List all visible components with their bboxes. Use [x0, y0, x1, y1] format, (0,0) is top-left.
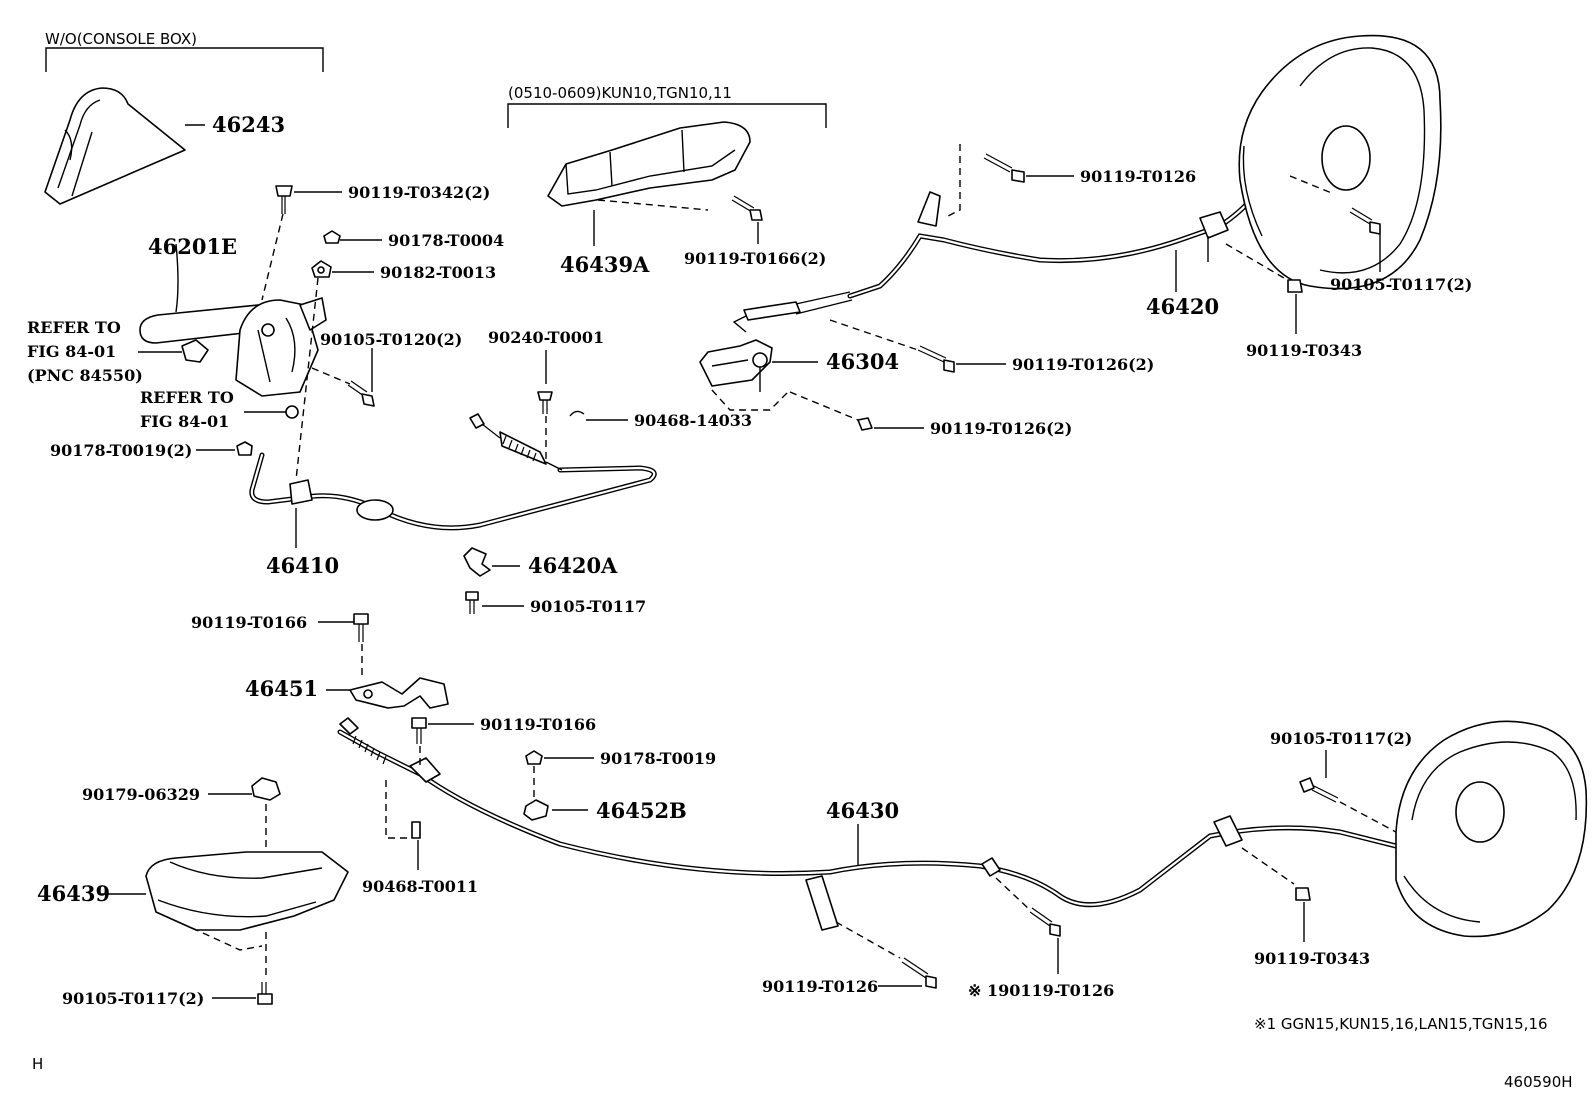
label-90178-T0019: 90178-T0019 — [600, 749, 716, 768]
part-46452B-clip[interactable]: 46452B — [523, 798, 687, 823]
refer-fig-84-01[interactable]: REFER TO FIG 84-01 — [140, 388, 299, 431]
fastener-90119-T0126-bot[interactable]: 90119-T0126 — [762, 921, 937, 996]
label-190119-T0126: ※ 190119-T0126 — [968, 981, 1114, 1000]
refer2-line1: REFER TO — [140, 388, 234, 407]
label-90119-T0166-b: 90119-T0166 — [480, 715, 596, 734]
label-90119-T0342: 90119-T0342(2) — [348, 183, 490, 202]
label-90119-T0166-2: 90119-T0166(2) — [684, 249, 826, 268]
applicability-note: ※1 GGN15,KUN15,16,LAN15,TGN15,16 — [1254, 1015, 1548, 1033]
label-46410: 46410 — [266, 553, 339, 578]
fastener-90179-06329[interactable]: 90179-06329 — [82, 777, 281, 866]
label-90119-T0343-bot: 90119-T0343 — [1254, 949, 1370, 968]
label-90119-T0126-top: 90119-T0126 — [1080, 167, 1196, 186]
part-46410-front-cable[interactable]: 46410 — [249, 413, 657, 578]
corner-mark: H — [32, 1055, 43, 1073]
label-46420A: 46420A — [528, 553, 618, 578]
part-46439-insulator[interactable]: 46439 — [37, 851, 349, 951]
label-46439: 46439 — [37, 881, 110, 906]
part-46420A-clip[interactable]: 46420A — [463, 547, 618, 578]
label-90105-T0117-mid: 90105-T0117 — [530, 597, 646, 616]
label-90105-T0117-2-top: 90105-T0117(2) — [1330, 275, 1472, 294]
fastener-90105-T0117-mid[interactable]: 90105-T0117 — [465, 591, 646, 616]
fastener-90119-T0343-bot[interactable]: 90119-T0343 — [1241, 847, 1370, 968]
fastener-90119-T0166-2[interactable]: 90119-T0166(2) — [684, 195, 826, 268]
model-range-label: (0510-0609)KUN10,TGN10,11 — [508, 84, 732, 102]
fastener-90105-T0117-2-bot[interactable]: 90105-T0117(2) — [62, 932, 273, 1008]
refer2-line2: FIG 84-01 — [140, 412, 229, 431]
label-90178-T0019-2: 90178-T0019(2) — [50, 441, 192, 460]
label-90105-T0120: 90105-T0120(2) — [320, 330, 462, 349]
part-46304-intermediate-lever[interactable]: 46304 — [699, 291, 899, 411]
label-90119-T0166-a: 90119-T0166 — [191, 613, 307, 632]
fastener-90119-T0166-b[interactable]: 90119-T0166 — [411, 715, 596, 770]
label-46420: 46420 — [1146, 294, 1219, 319]
label-90178-T0004: 90178-T0004 — [388, 231, 504, 250]
fastener-90119-T0126-2a[interactable]: 90119-T0126(2) — [829, 319, 1154, 374]
label-90105-T0117-2-right: 90105-T0117(2) — [1270, 729, 1412, 748]
fastener-90119-T0126-top[interactable]: 90119-T0126 — [943, 144, 1196, 219]
fastener-90105-T0117-2-top[interactable]: 90105-T0117(2) — [1289, 175, 1472, 294]
fastener-190119-T0126[interactable]: ※ 190119-T0126 — [968, 877, 1114, 1000]
refer1-line1: REFER TO — [27, 318, 121, 337]
label-90119-T0126-2b: 90119-T0126(2) — [930, 419, 1072, 438]
part-46201E-lever[interactable]: 46201E — [139, 234, 327, 397]
upper-brake-backing-plate — [1238, 34, 1442, 290]
label-90468-T0011: 90468-T0011 — [362, 877, 478, 896]
label-90105-T0117-2-bot: 90105-T0117(2) — [62, 989, 204, 1008]
console-group-label: W/O(CONSOLE BOX) — [45, 30, 197, 48]
refer-fig-84-01-pnc[interactable]: REFER TO FIG 84-01 (PNC 84550) — [27, 318, 209, 385]
fastener-90178-T0019[interactable]: 90178-T0019 — [525, 749, 716, 800]
label-46451: 46451 — [245, 676, 318, 701]
label-46439A: 46439A — [560, 252, 650, 277]
label-46452B: 46452B — [596, 798, 687, 823]
model-range-group-bracket: (0510-0609)KUN10,TGN10,11 — [507, 84, 827, 128]
label-90468-14033: 90468-14033 — [634, 411, 752, 430]
label-90179-06329: 90179-06329 — [82, 785, 200, 804]
fastener-90240-T0001[interactable]: 90240-T0001 — [488, 328, 604, 462]
label-90119-T0126-2a: 90119-T0126(2) — [1012, 355, 1154, 374]
fastener-90105-T0117-2-right[interactable]: 90105-T0117(2) — [1270, 729, 1412, 833]
lower-brake-backing-plate — [1395, 720, 1588, 938]
label-90119-T0126-bot: 90119-T0126 — [762, 977, 878, 996]
fastener-90119-T0126-2b[interactable]: 90119-T0126(2) — [789, 391, 1072, 438]
fastener-90178-T0019-2[interactable]: 90178-T0019(2) — [50, 441, 253, 460]
fastener-90119-T0166-a[interactable]: 90119-T0166 — [191, 613, 369, 680]
refer1-line2: FIG 84-01 — [27, 342, 116, 361]
fastener-90468-14033[interactable]: 90468-14033 — [569, 410, 752, 430]
console-group-bracket: W/O(CONSOLE BOX) — [45, 30, 324, 72]
diagram-code: 460590H — [1504, 1073, 1573, 1091]
label-90182-T0013: 90182-T0013 — [380, 263, 496, 282]
fastener-90178-T0004[interactable]: 90178-T0004 — [323, 230, 504, 250]
label-90119-T0343-top: 90119-T0343 — [1246, 341, 1362, 360]
fastener-90105-T0120[interactable]: 90105-T0120(2) — [311, 330, 462, 407]
refer1-line3: (PNC 84550) — [27, 366, 143, 385]
label-46201E: 46201E — [148, 234, 237, 259]
label-46243: 46243 — [212, 112, 285, 137]
part-46439A-insulator[interactable]: 46439A — [547, 121, 751, 277]
label-90240-T0001: 90240-T0001 — [488, 328, 604, 347]
part-46430-rear-cable-lower[interactable]: 46430 — [337, 717, 1503, 931]
fastener-90119-T0343-top[interactable]: 90119-T0343 — [1225, 243, 1362, 360]
part-46451-bracket[interactable]: 46451 — [245, 676, 449, 709]
label-46430: 46430 — [826, 798, 899, 823]
part-46243-boot[interactable]: 46243 — [44, 87, 285, 205]
label-46304: 46304 — [826, 349, 899, 374]
fastener-90182-T0013[interactable]: 90182-T0013 — [295, 260, 496, 481]
fastener-90468-T0011[interactable]: 90468-T0011 — [362, 780, 478, 896]
fastener-90119-T0342[interactable]: 90119-T0342(2) — [261, 183, 490, 301]
